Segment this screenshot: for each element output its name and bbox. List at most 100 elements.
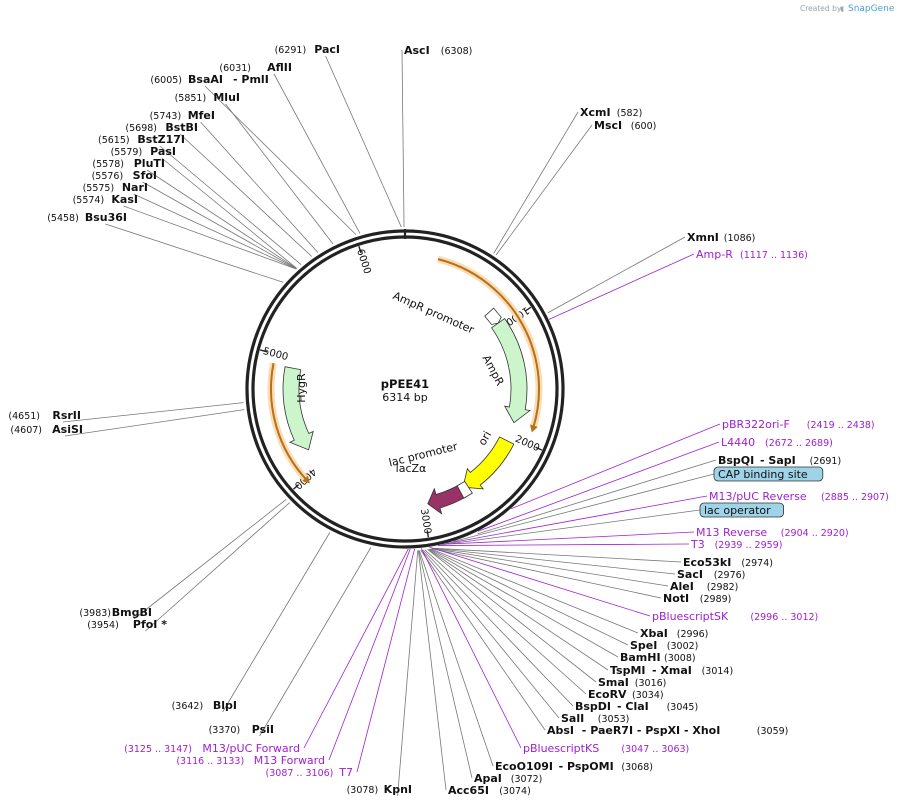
primer-name: M13/pUC Forward xyxy=(202,742,300,755)
site-bstz17i[interactable]: BstZ17I(5615) xyxy=(98,133,185,146)
site-xcmi[interactable]: XcmI(582) xyxy=(580,106,642,119)
site-asci[interactable]: AscI(6308) xyxy=(404,44,472,57)
site-ecoo109i[interactable]: EcoO109I- PspOMI(3068) xyxy=(495,760,653,773)
site-name: Eco53kI xyxy=(683,556,731,569)
site-mfei[interactable]: MfeI(5743) xyxy=(150,109,215,122)
primer-m13-forward[interactable]: M13 Forward(3116 .. 3133) xyxy=(176,754,325,767)
tick-label: 5000 xyxy=(262,346,289,363)
primer-leader-line xyxy=(420,547,522,749)
site-position: (3072) xyxy=(511,774,543,785)
primer-range: (2904 .. 2920) xyxy=(781,528,849,539)
site-absi[interactable]: AbsI- PaeR7I - PspXI - XhoI(3059) xyxy=(547,724,788,737)
leader-line xyxy=(397,550,419,797)
site-pfoi[interactable]: PfoI *(3954) xyxy=(87,618,167,631)
site-paci[interactable]: PacI(6291) xyxy=(275,43,340,56)
site-name: RsrII xyxy=(52,409,81,422)
site-blpi[interactable]: BlpI(3642) xyxy=(172,699,237,712)
site-nari[interactable]: NarI(5575) xyxy=(83,181,148,194)
primer-pbluescriptks[interactable]: pBluescriptKS(3047 .. 3063) xyxy=(523,742,689,755)
primer-range: (2672 .. 2689) xyxy=(765,438,833,449)
primer-leader-line xyxy=(477,441,720,532)
leader-line xyxy=(325,55,402,228)
feature-box-label: CAP binding site xyxy=(718,468,808,481)
site-noti[interactable]: NotI(2989) xyxy=(663,592,731,605)
primer-pbluescriptsk[interactable]: pBluescriptSK(2996 .. 3012) xyxy=(652,610,818,623)
site-rsrii[interactable]: RsrII(4651) xyxy=(8,409,81,422)
site-bsu36i[interactable]: Bsu36I(5458) xyxy=(47,211,127,224)
primer-leader-line xyxy=(356,548,416,773)
feature-label-ampr: AmpR xyxy=(480,353,507,388)
site-alei[interactable]: AleI(2982) xyxy=(670,580,738,593)
primer-t7[interactable]: T7(3087 .. 3106) xyxy=(266,766,353,779)
site-pluti[interactable]: PluTI(5578) xyxy=(92,157,165,170)
tick-6000 xyxy=(358,246,362,254)
primer-m13-puc-forward[interactable]: M13/pUC Forward(3125 .. 3147) xyxy=(124,742,300,755)
site-eco53ki[interactable]: Eco53kI (2974) xyxy=(683,556,773,569)
primer-t3[interactable]: T3(2939 .. 2959) xyxy=(690,538,782,551)
primer-m13-reverse[interactable]: M13 Reverse(2904 .. 2920) xyxy=(696,526,849,539)
site-psii[interactable]: PsiI(3370) xyxy=(209,723,274,736)
site-sfoi[interactable]: SfoI(5576) xyxy=(92,169,157,182)
primer-l4440[interactable]: L4440(2672 .. 2689) xyxy=(721,436,833,449)
primer-m13-puc-reverse[interactable]: M13/pUC Reverse(2885 .. 2907) xyxy=(709,490,889,503)
site-name: KpnI xyxy=(384,783,412,796)
feature-arrow-ampr xyxy=(490,318,531,424)
site-mlui[interactable]: MluI(5851) xyxy=(175,91,240,104)
primer-amp-r[interactable]: Amp-R(1117 .. 1136) xyxy=(696,248,808,261)
leader-line xyxy=(433,548,669,587)
site-xbai[interactable]: XbaI(2996) xyxy=(640,627,708,640)
site-pasi[interactable]: PasI(5579) xyxy=(111,145,176,158)
site-smai[interactable]: SmaI(3016) xyxy=(598,676,666,689)
feature-box-cap-binding-site[interactable]: CAP binding site xyxy=(713,466,824,482)
site-xmni[interactable]: XmnI(1086) xyxy=(687,231,755,244)
site-position: (3045) xyxy=(667,702,699,713)
site-name: SmaI xyxy=(598,676,629,689)
site-name: AflII xyxy=(267,61,292,74)
site-position: (3034) xyxy=(632,690,664,701)
site-position: (1086) xyxy=(724,233,756,244)
tick-3000 xyxy=(426,530,430,538)
site-name: EcoO109I xyxy=(495,760,553,773)
site-bspqi[interactable]: BspQI- SapI(2691) xyxy=(718,454,841,467)
site-tspmi[interactable]: TspMI- XmaI(3014) xyxy=(610,664,733,677)
primer-range: (3047 .. 3063) xyxy=(621,744,689,755)
site-sali[interactable]: SalI(3053) xyxy=(561,712,629,725)
site-ecorv[interactable]: EcoRV(3034) xyxy=(588,688,664,701)
feature-label-lacz-alpha: lacZα xyxy=(396,462,427,475)
feature-box-lac-operator[interactable]: lac operator xyxy=(699,502,784,518)
feature-arrow-ampr-promoter xyxy=(484,307,502,325)
site-extra-names: - ClaI xyxy=(617,700,649,713)
tick-label: 2000 xyxy=(513,434,541,454)
site-bmgbi[interactable]: BmgBI(3983) xyxy=(79,606,152,619)
primer-name: Amp-R xyxy=(696,248,733,261)
site-asisi[interactable]: AsiSI(4607) xyxy=(10,423,83,436)
site-apai[interactable]: ApaI(3072) xyxy=(474,772,542,785)
site-position: (600) xyxy=(631,121,657,132)
site-aflii[interactable]: AflII(6031) xyxy=(219,61,292,74)
site-bstbi[interactable]: BstBI(5698) xyxy=(125,121,198,134)
site-name: BsaAI xyxy=(188,73,223,86)
leader-line xyxy=(427,549,609,671)
primer-name: T3 xyxy=(690,538,705,551)
feature-box-label: lac operator xyxy=(704,504,771,517)
site-bsaai[interactable]: BsaAI(6005)- PmlI xyxy=(150,73,268,86)
site-bamhi[interactable]: BamHI(3008) xyxy=(620,651,696,664)
leader-line xyxy=(477,459,717,535)
site-msci[interactable]: MscI(600) xyxy=(594,119,656,132)
site-extra-names: - XmaI xyxy=(652,664,692,677)
leader-line xyxy=(273,73,361,234)
primer-pbr322ori-f[interactable]: pBR322ori-F(2419 .. 2438) xyxy=(722,418,875,431)
site-kpni[interactable]: KpnI(3078) xyxy=(347,783,412,796)
site-position: (2974) xyxy=(741,558,773,569)
site-name: BamHI xyxy=(620,651,661,664)
site-name: Acc65I xyxy=(448,784,489,797)
primer-name: M13/pUC Reverse xyxy=(709,490,807,503)
site-kasi[interactable]: KasI(5574) xyxy=(73,193,138,206)
site-bspdi[interactable]: BspDI- ClaI(3045) xyxy=(575,700,698,713)
site-saci[interactable]: SacI(2976) xyxy=(677,568,745,581)
site-acc65i[interactable]: Acc65I(3074) xyxy=(448,784,531,797)
leader-line xyxy=(179,133,313,257)
site-spei[interactable]: SpeI(3002) xyxy=(630,639,698,652)
site-position: (6005) xyxy=(150,75,182,86)
leader-line xyxy=(145,502,290,632)
